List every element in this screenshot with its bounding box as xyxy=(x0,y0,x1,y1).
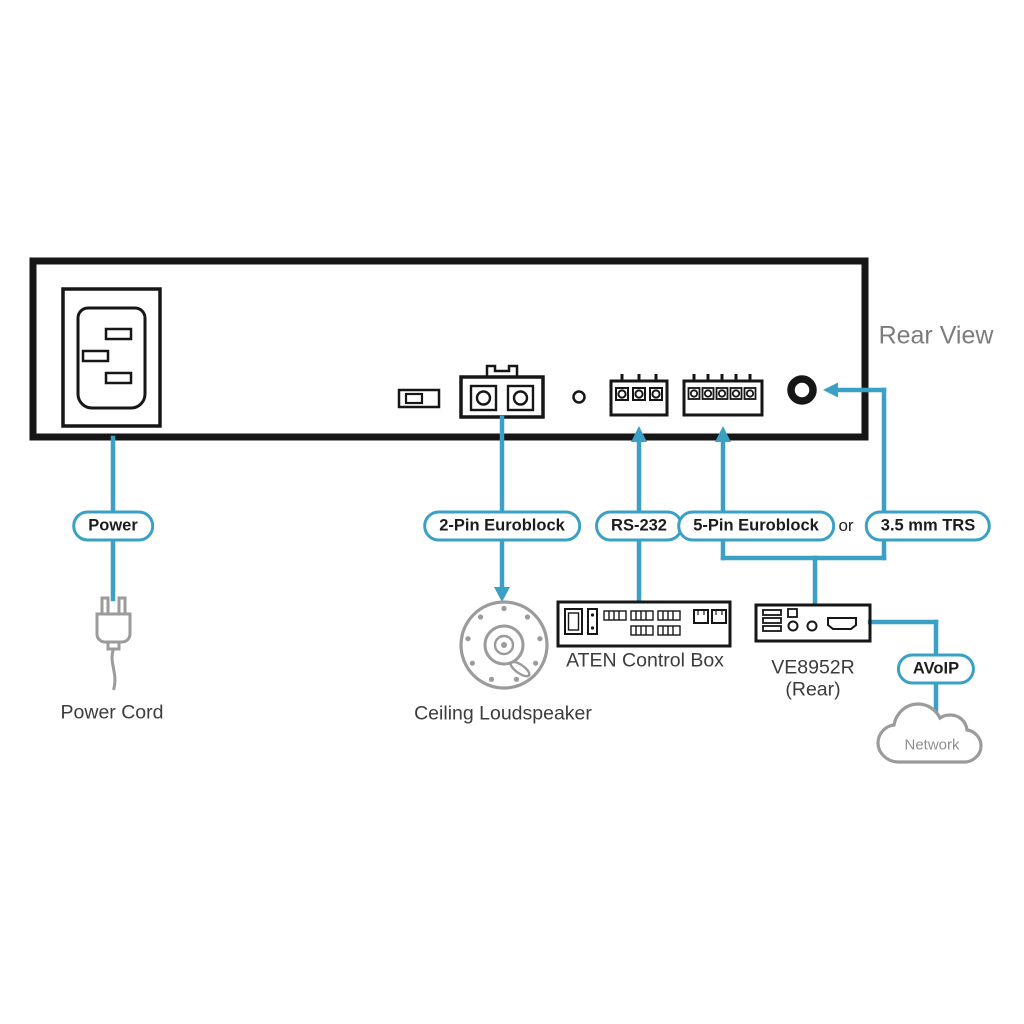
label-pill-trs: 3.5 mm TRS xyxy=(864,510,992,542)
network-cloud-icon xyxy=(876,702,983,764)
arrow-up-icon xyxy=(631,426,647,442)
ve8952r-sublabel: (Rear) xyxy=(785,678,841,701)
power-cord-label: Power Cord xyxy=(60,701,164,724)
label-pill-power: Power xyxy=(72,510,154,542)
label-pill-avoip: AVoIP xyxy=(896,653,976,685)
ceiling-loudspeaker-icon xyxy=(459,600,549,690)
label-pill-rs232: RS-232 xyxy=(595,510,683,542)
rs232-connector xyxy=(609,374,669,417)
slide-switch xyxy=(397,388,441,409)
euroblock-5pin-connector xyxy=(682,374,764,417)
or-label: or xyxy=(838,516,854,535)
rear-view-label: Rear View xyxy=(878,321,994,350)
connection-arrows xyxy=(494,382,838,602)
arrow-down-icon xyxy=(494,587,510,602)
ceiling-loudspeaker-label: Ceiling Loudspeaker xyxy=(414,702,592,725)
label-pill-5pin-euroblock: 5-Pin Euroblock xyxy=(677,510,835,542)
aten-control-box-icon xyxy=(556,600,732,648)
arrow-left-icon xyxy=(823,382,838,398)
trs-jack xyxy=(787,375,817,405)
rear-panel xyxy=(29,257,869,441)
power-cord-icon xyxy=(95,596,132,691)
network-label: Network xyxy=(904,736,960,754)
arrow-up-icon xyxy=(715,426,731,442)
label-pill-2pin-euroblock: 2-Pin Euroblock xyxy=(423,510,581,542)
ve8952r-icon xyxy=(754,603,872,643)
aten-control-box-label: ATEN Control Box xyxy=(566,649,724,672)
led-indicator xyxy=(572,390,586,404)
ac-power-inlet xyxy=(61,287,162,428)
ve8952r-label: VE8952R xyxy=(771,656,855,679)
